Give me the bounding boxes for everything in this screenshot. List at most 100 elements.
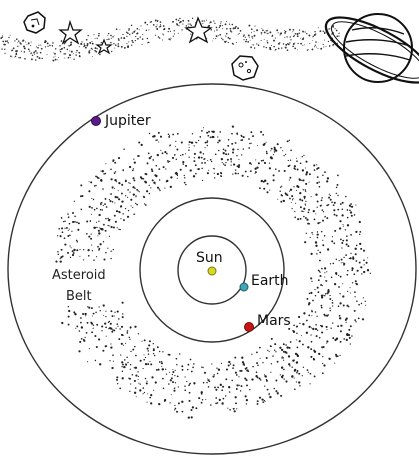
asteroid-dot [296, 339, 298, 341]
dust-dot [134, 39, 137, 42]
asteroid-dot [326, 342, 328, 344]
asteroid-dot [289, 341, 292, 343]
asteroid-dot [80, 317, 82, 319]
asteroid-dot [169, 379, 172, 382]
asteroid-dot [354, 296, 356, 298]
dust-dot [148, 42, 150, 44]
asteroid-dot [293, 165, 296, 168]
asteroid-dot [234, 356, 237, 359]
asteroid-dot [353, 214, 356, 216]
asteroid-dot [293, 167, 296, 170]
mars-label: Mars [257, 313, 291, 329]
asteroid-dot [355, 230, 358, 234]
dust-dot [133, 30, 136, 33]
asteroid-dot [240, 369, 243, 372]
asteroid-dot [340, 324, 343, 327]
asteroid-dot [365, 304, 367, 306]
asteroid-dot [143, 358, 145, 361]
dust-dot [323, 46, 325, 48]
asteroid-dot [114, 202, 116, 204]
asteroid-dot [295, 202, 297, 204]
asteroid-dot [354, 291, 356, 293]
asteroid-dot [222, 397, 225, 400]
asteroid-dot [349, 205, 351, 207]
asteroid-dot [310, 355, 313, 358]
asteroid-dot [67, 212, 69, 214]
dust-dot [239, 32, 241, 34]
asteroid-dot [279, 190, 281, 192]
asteroid-dot [67, 235, 70, 237]
asteroid-dot [188, 399, 191, 402]
asteroid-dot [289, 190, 291, 192]
asteroid-dot [102, 304, 105, 307]
asteroid-dot [189, 358, 192, 361]
asteroid-dot [73, 311, 76, 314]
asteroid-dot [249, 170, 252, 173]
asteroid-dot [241, 174, 244, 177]
asteroid-dot [308, 173, 311, 176]
dust-dot [266, 40, 268, 42]
dust-dot [288, 28, 291, 31]
dust-dot [177, 19, 180, 22]
asteroid-dot [310, 340, 313, 343]
dust-dot [39, 51, 42, 54]
asteroid-dot [159, 350, 161, 353]
dust-dot [187, 23, 189, 25]
dust-dot [148, 29, 150, 31]
dust-dot [234, 27, 237, 30]
asteroid-dot [110, 193, 113, 195]
asteroid-dot [129, 182, 131, 185]
asteroid-dot [96, 323, 99, 326]
asteroid-dot [282, 343, 285, 346]
asteroid-dot [201, 366, 203, 368]
asteroid-dot [211, 130, 214, 133]
asteroid-dot [151, 169, 154, 173]
asteroid-dot [172, 133, 174, 136]
asteroid-dot [61, 227, 64, 230]
asteroid-dot [294, 210, 296, 213]
asteroid-dot [351, 205, 354, 208]
asteroid-dot [105, 345, 108, 347]
dust-dot [161, 39, 163, 41]
asteroid-dot [227, 364, 230, 367]
asteroid-dot [306, 319, 308, 322]
dust-dot [131, 39, 134, 42]
dust-dot [147, 42, 149, 44]
asteroid-dot [301, 169, 305, 172]
asteroid-dot [174, 173, 177, 175]
asteroid-dot [323, 313, 326, 316]
dust-dot [178, 22, 181, 24]
asteroid-dot [123, 219, 125, 222]
dust-dot [332, 43, 335, 46]
dust-dot [251, 35, 253, 38]
asteroid-dot [256, 145, 258, 147]
asteroid-dot [330, 276, 333, 279]
asteroid-dot [105, 310, 107, 312]
asteroid-dot [320, 296, 324, 299]
asteroid-dot [110, 168, 112, 171]
asteroid-dot [171, 373, 174, 376]
asteroid-dot [158, 141, 160, 143]
dust-dot [26, 44, 28, 46]
asteroid-dot [279, 374, 281, 376]
asteroid-dot [315, 324, 317, 326]
asteroid-dot [208, 130, 210, 133]
asteroid-dot [315, 213, 317, 215]
asteroid-dot [175, 140, 177, 143]
asteroid-dot [265, 150, 268, 153]
asteroid-dot [358, 233, 361, 236]
asteroid-dot [95, 311, 97, 314]
asteroid-dot [346, 216, 349, 219]
asteroid-dot [275, 390, 278, 393]
asteroid-dot [181, 400, 184, 403]
asteroid-dot [232, 364, 235, 367]
asteroid-dot [260, 159, 263, 162]
asteroid-dot [329, 263, 332, 265]
asteroid-dot [176, 375, 179, 378]
asteroid-dot [67, 306, 70, 308]
asteroid-dot [137, 190, 139, 192]
asteroid-dot [316, 200, 319, 203]
asteroid-dot [100, 180, 103, 182]
dust-dot [270, 44, 272, 46]
asteroid-dot [327, 290, 330, 293]
